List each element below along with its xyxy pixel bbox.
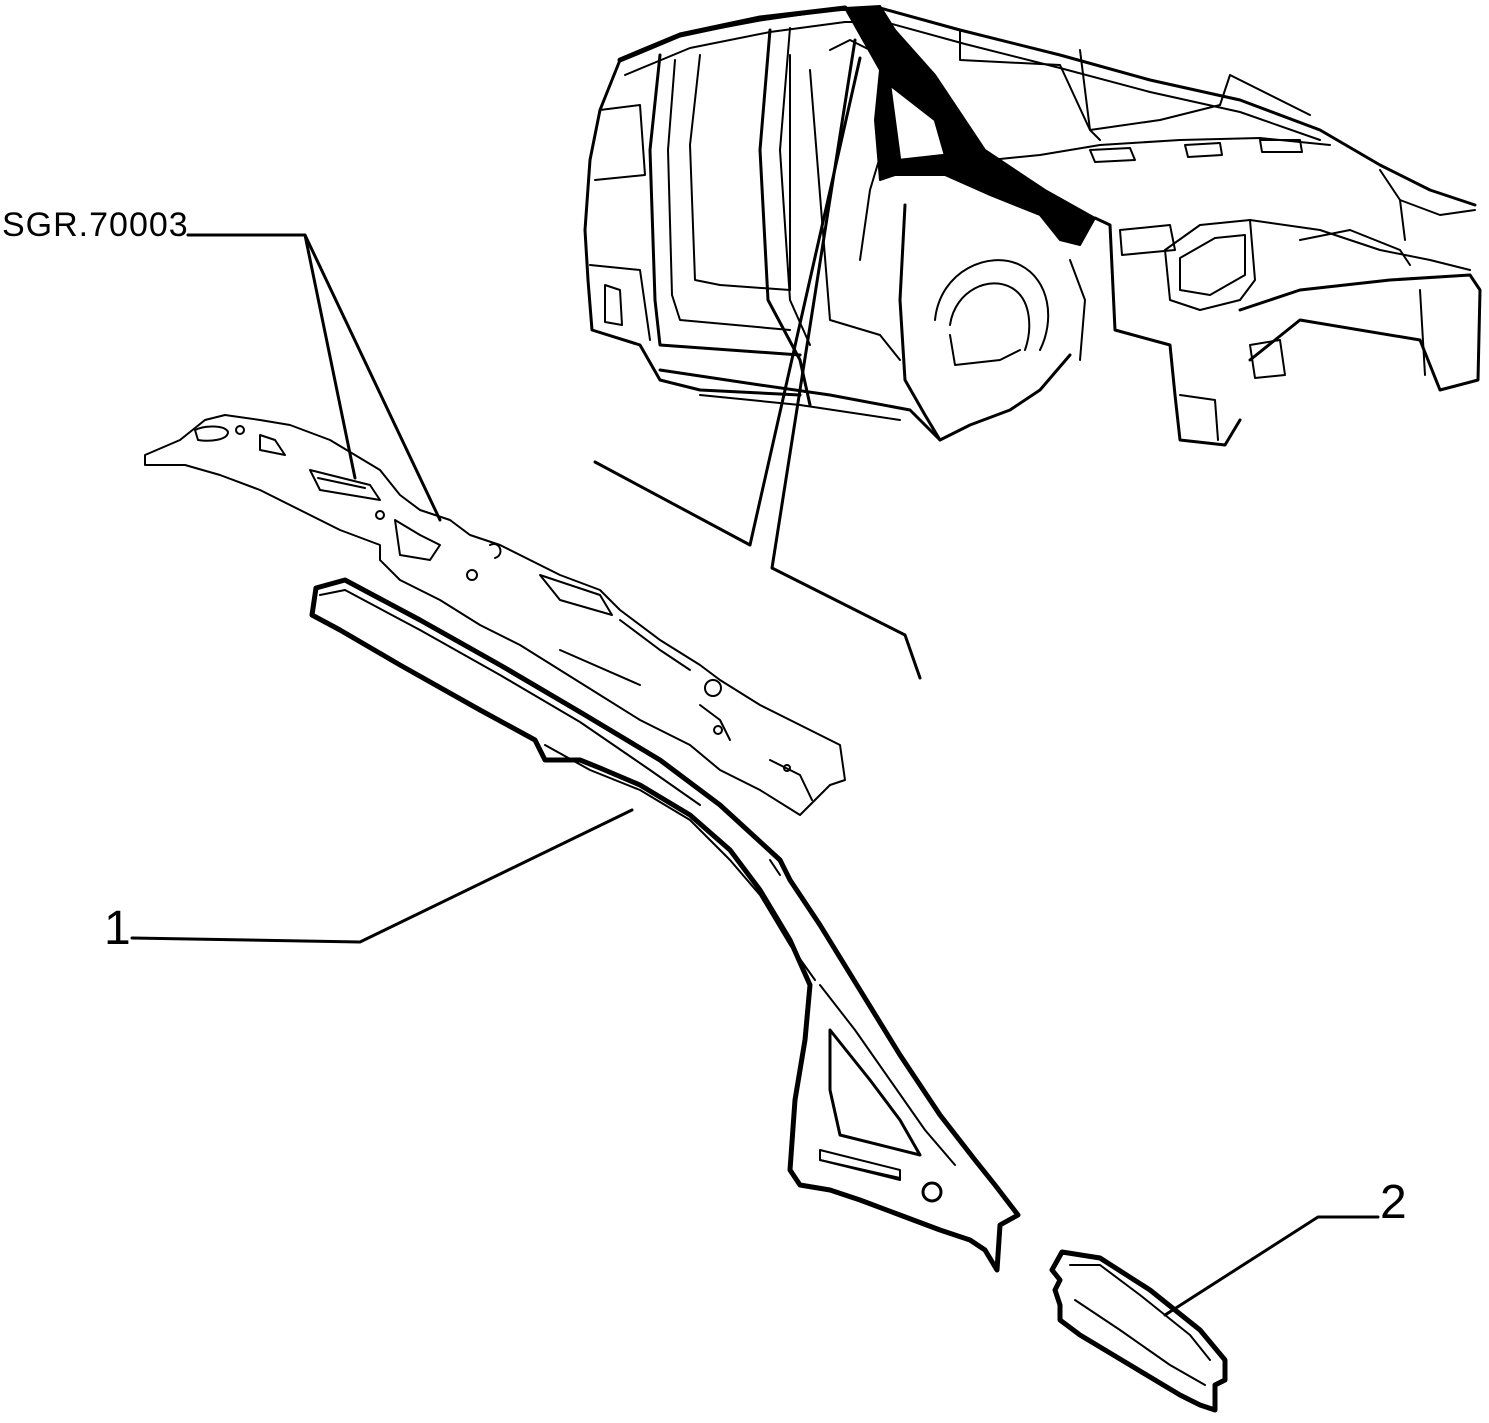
car-body-shell [583,5,1482,447]
leader-ref-code [186,233,357,480]
leader-part-1 [130,808,634,944]
part-number-1: 1 [104,902,131,955]
leader-lines [130,38,1380,1317]
part-1-a-pillar [309,577,1021,1273]
leader-part-2 [1163,1215,1380,1317]
part-2-bracket [1049,1249,1228,1413]
part-number-2: 2 [1380,1176,1407,1229]
reference-code-label: SGR.70003 [2,206,189,244]
reference-panel-sgr-70003 [144,414,846,816]
